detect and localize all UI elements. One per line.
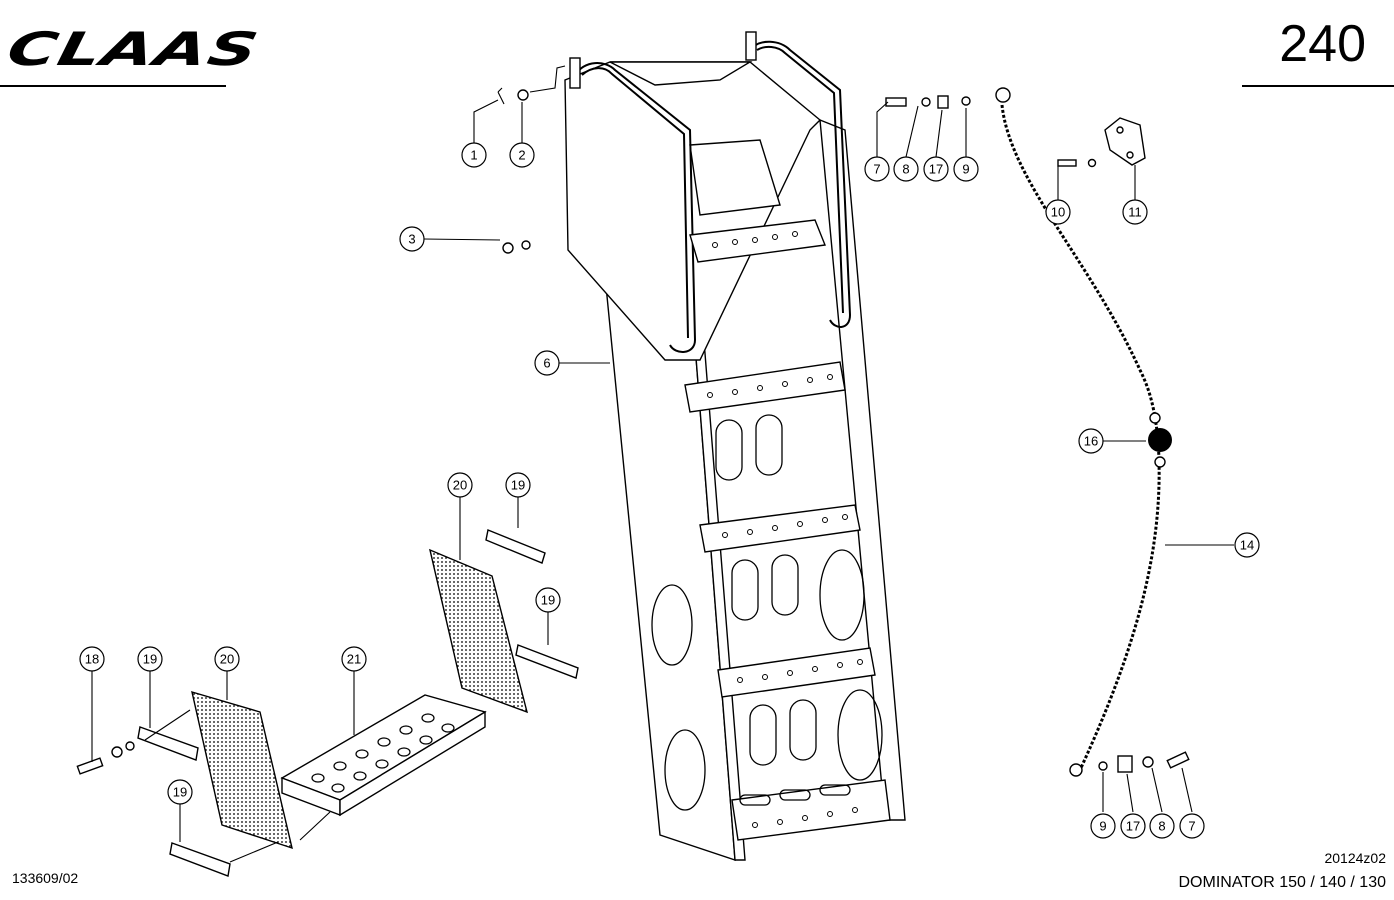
callout-7-top: 7 [864,156,890,182]
right-handrail [749,40,852,328]
svg-text:17: 17 [1126,819,1140,834]
callout-19-a: 19 [505,472,531,498]
callout-9-bottom: 9 [1090,813,1116,839]
callout-8-bottom: 8 [1149,813,1175,839]
callout-10: 10 [1045,199,1071,225]
svg-text:16: 16 [1084,434,1098,449]
reflector-assembly [1057,117,1146,168]
cable-mounting-hardware-top [885,87,1011,109]
ladder-right-stringer [819,118,906,821]
svg-text:20: 20 [220,652,234,667]
strip-19-a [485,529,546,564]
svg-text:3: 3 [408,232,415,247]
callout-8-top: 8 [893,156,919,182]
page-number: 240 [1279,15,1366,73]
ladder-assembly [564,31,906,861]
svg-text:19: 19 [511,478,525,493]
svg-text:1: 1 [470,148,477,163]
svg-text:17: 17 [929,162,943,177]
callout-14: 14 [1234,532,1260,558]
svg-text:9: 9 [962,162,969,177]
callout-18: 18 [79,646,105,672]
callout-7-bottom: 7 [1179,813,1205,839]
svg-text:9: 9 [1099,819,1106,834]
strip-19-b [515,644,579,679]
callout-20-left: 20 [214,646,240,672]
svg-text:6: 6 [543,356,550,371]
svg-text:8: 8 [1158,819,1165,834]
callout-2: 2 [509,142,535,168]
reflector-plate-left [191,690,293,850]
svg-text:7: 7 [1188,819,1195,834]
reflector-plate-upper [429,548,529,714]
callout-6: 6 [534,350,560,376]
svg-text:19: 19 [143,652,157,667]
svg-text:14: 14 [1240,538,1254,553]
svg-text:11: 11 [1128,205,1142,220]
svg-text:19: 19 [541,593,555,608]
svg-text:10: 10 [1051,205,1065,220]
callout-20-upper: 20 [447,472,473,498]
cable-weight [1148,428,1172,452]
document-number: 133609/02 [12,870,79,886]
svg-text:7: 7 [873,162,880,177]
svg-text:20: 20 [453,478,467,493]
callout-9-top: 9 [953,156,979,182]
callout-21: 21 [341,646,367,672]
svg-text:19: 19 [173,785,187,800]
callout-19-b: 19 [535,587,561,613]
callout-17-top: 17 [923,156,949,182]
svg-text:21: 21 [347,652,361,667]
callout-19-c: 19 [137,646,163,672]
pull-cable [1000,104,1172,777]
callout-17-bottom: 17 [1120,813,1146,839]
cable-mounting-hardware-bottom [1098,751,1190,773]
header-rule-right [1242,85,1394,87]
svg-text:18: 18 [85,652,99,667]
callout-3: 3 [399,226,425,252]
model-designation: DOMINATOR 150 / 140 / 130 [1178,874,1387,891]
callout-1: 1 [461,142,487,168]
svg-text:2: 2 [518,148,525,163]
callout-19-d: 19 [167,779,193,805]
header-rule-left [0,85,226,87]
strip-19-c [137,726,199,761]
strip-19-d [169,842,231,877]
pin-and-washer-hardware [497,65,566,254]
leader-lines [91,99,1234,842]
callout-16: 16 [1078,428,1104,454]
svg-text:8: 8 [902,162,909,177]
callout-11: 11 [1122,199,1148,225]
left-handrail [574,62,697,353]
drawing-code: 20124z02 [1324,850,1386,866]
lower-step-assembly [76,529,579,877]
